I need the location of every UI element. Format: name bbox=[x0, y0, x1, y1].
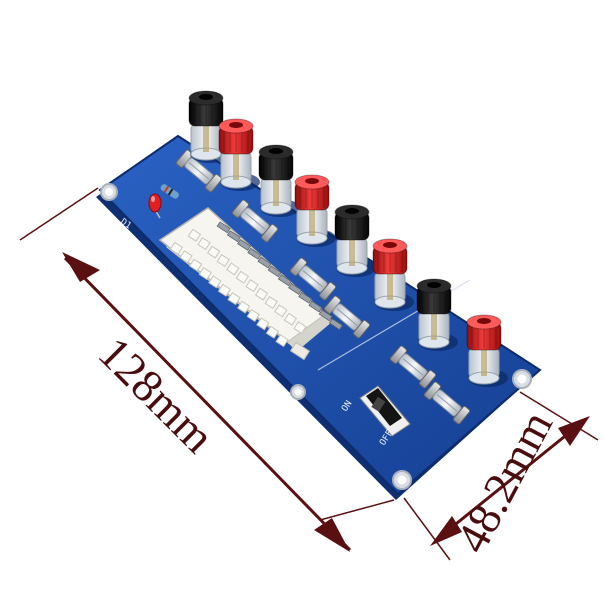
glass-fuse bbox=[231, 199, 279, 243]
pin-header bbox=[298, 291, 313, 304]
switch-label-on: ON bbox=[340, 399, 354, 414]
atx-pin-slot bbox=[254, 287, 269, 301]
pin-header bbox=[277, 274, 292, 287]
atx-pin-slot bbox=[236, 300, 251, 314]
glass-fuse bbox=[423, 381, 471, 425]
indicator-led bbox=[148, 193, 162, 219]
atx-pin-slot bbox=[179, 250, 193, 264]
pin-header-row bbox=[216, 221, 343, 331]
atx-pin-slot bbox=[275, 334, 289, 348]
atx-pin-slot bbox=[227, 292, 241, 306]
atx-pin-slot bbox=[293, 321, 307, 335]
pin-header bbox=[308, 300, 323, 313]
atx-pin-slot bbox=[265, 325, 280, 339]
glass-fuse bbox=[389, 345, 437, 389]
pin-header bbox=[226, 230, 241, 243]
fuse-holders bbox=[175, 149, 471, 425]
atx-pin-slot bbox=[256, 317, 270, 331]
glass-fuse bbox=[175, 149, 223, 193]
arrowhead-right bbox=[558, 416, 590, 446]
atx-pin-slot bbox=[226, 262, 240, 276]
black-binding-post[interactable] bbox=[334, 204, 376, 277]
glass-fuse bbox=[323, 295, 371, 339]
pin-header bbox=[318, 309, 333, 322]
pin-header bbox=[267, 265, 282, 278]
atx-pin-slot bbox=[169, 241, 184, 255]
atx-pin-slot bbox=[208, 275, 222, 289]
atx-pin-slot bbox=[245, 279, 259, 293]
pin-header bbox=[247, 247, 262, 260]
arrowhead-bottom bbox=[314, 518, 350, 552]
pin-header bbox=[237, 239, 252, 251]
atx-pin-slot bbox=[264, 295, 278, 309]
arrowhead-left bbox=[430, 516, 462, 546]
atx-pin-slot bbox=[283, 312, 298, 326]
atx-pin-slot bbox=[217, 283, 232, 297]
atx-pin-slot bbox=[274, 304, 288, 318]
svg-text:D1: D1 bbox=[118, 217, 133, 231]
arrowhead-top bbox=[62, 252, 100, 282]
atx-pin-slot bbox=[188, 258, 203, 272]
black-binding-post[interactable] bbox=[258, 144, 300, 217]
red-binding-post[interactable] bbox=[372, 238, 414, 311]
glass-fuse bbox=[289, 257, 337, 301]
pin-header bbox=[328, 318, 343, 331]
black-binding-post[interactable] bbox=[416, 278, 458, 351]
atx-pin-slot bbox=[235, 270, 250, 284]
power-switch[interactable] bbox=[359, 385, 411, 437]
atx-pin-slot bbox=[198, 266, 212, 280]
atx-pin-slot bbox=[216, 253, 230, 267]
red-binding-post[interactable] bbox=[294, 174, 336, 247]
red-binding-post[interactable] bbox=[218, 118, 260, 191]
black-binding-post[interactable] bbox=[188, 90, 230, 163]
red-binding-post[interactable] bbox=[466, 314, 508, 387]
pin-header bbox=[257, 256, 272, 269]
atx-pin-slot bbox=[206, 245, 221, 259]
atx-24-pin-connector bbox=[158, 207, 332, 361]
atx-pin-slot bbox=[246, 308, 260, 322]
resistor bbox=[160, 184, 179, 199]
pin-header bbox=[216, 221, 231, 234]
binding-posts bbox=[188, 90, 508, 387]
atx-pin-slot bbox=[197, 237, 211, 251]
length-label: 128mm bbox=[89, 327, 225, 463]
pin-header bbox=[288, 283, 303, 295]
atx-pin-slot bbox=[187, 228, 202, 242]
